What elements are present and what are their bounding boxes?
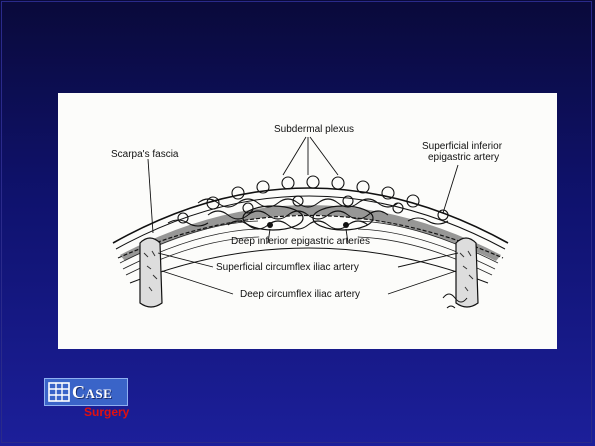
label-deep-circumflex-iliac: Deep circumflex iliac artery bbox=[240, 289, 360, 300]
logo-subtitle: Surgery bbox=[84, 405, 129, 419]
label-superficial-inferior-epigastric-2: epigastric artery bbox=[428, 152, 499, 163]
label-deep-inferior-epigastric: Deep inferior epigastric arteries bbox=[231, 236, 370, 247]
anatomy-diagram-panel: Subdermal plexus Scarpa's fascia Superfi… bbox=[58, 93, 557, 349]
deep-epigastric-vessel-right bbox=[343, 222, 349, 228]
building-grid-icon bbox=[48, 382, 70, 402]
label-subdermal-plexus: Subdermal plexus bbox=[274, 124, 354, 135]
case-surgery-logo: Case Surgery bbox=[44, 378, 134, 422]
deep-epigastric-vessel-left bbox=[267, 222, 273, 228]
label-scarpas-fascia: Scarpa's fascia bbox=[111, 149, 179, 160]
iliac-bone-right bbox=[456, 238, 478, 307]
logo-wordmark: Case bbox=[72, 382, 112, 403]
label-superficial-inferior-epigastric-1: Superficial inferior bbox=[422, 141, 502, 152]
label-superficial-circumflex-iliac: Superficial circumflex iliac artery bbox=[216, 262, 359, 273]
iliac-bone-left bbox=[140, 238, 162, 307]
logo-box: Case bbox=[44, 378, 128, 406]
